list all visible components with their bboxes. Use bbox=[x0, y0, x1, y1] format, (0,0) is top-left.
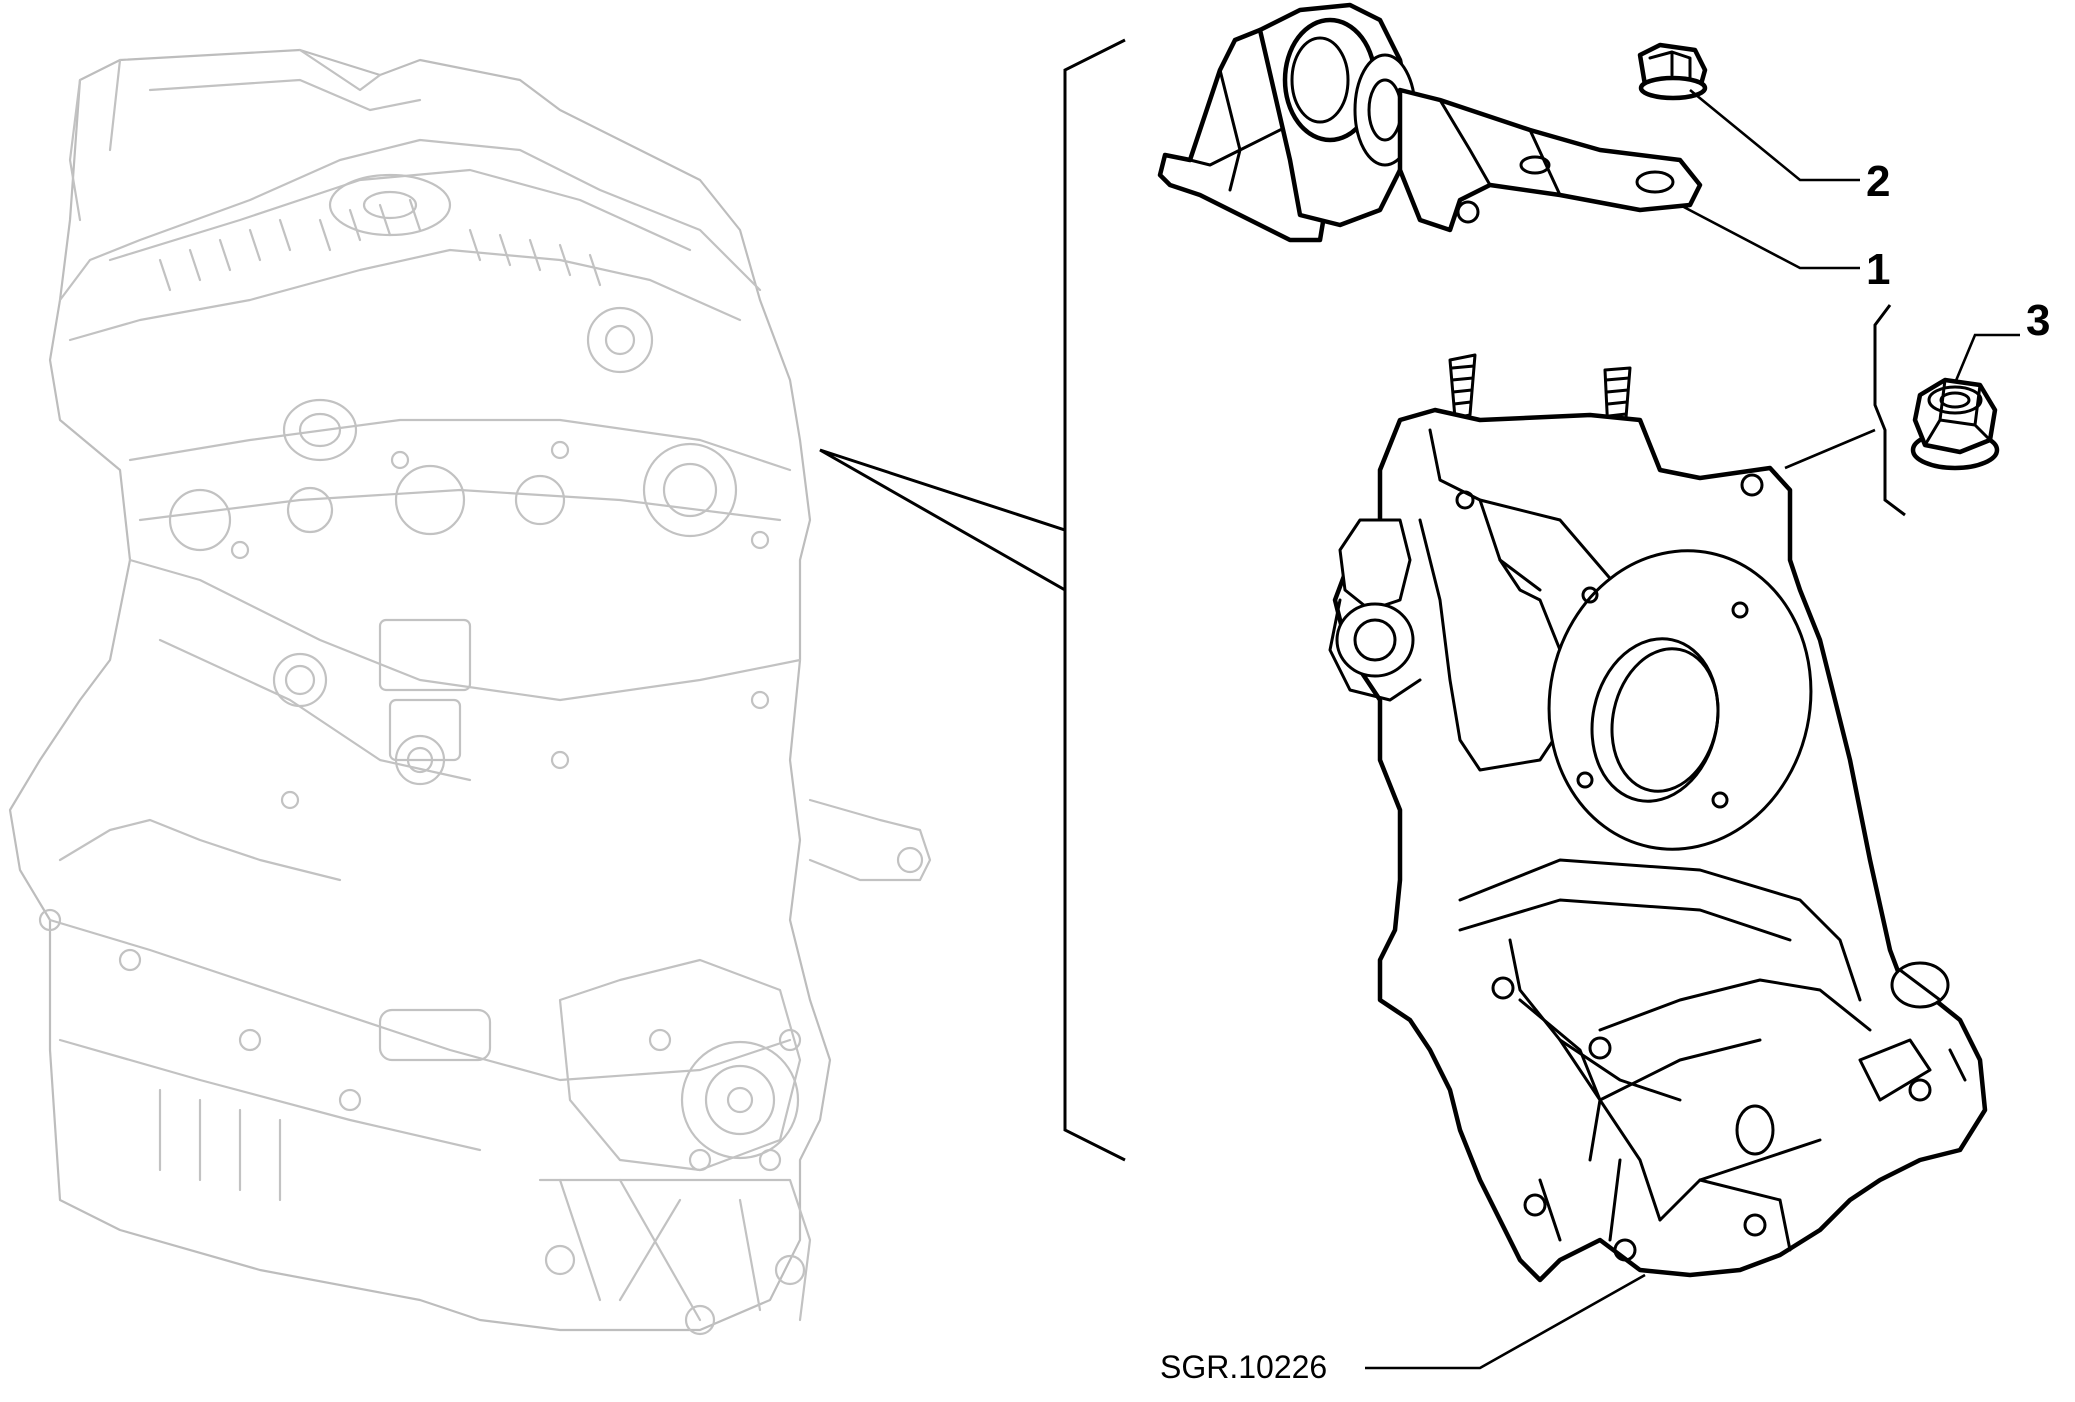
engine-support-bracket-part bbox=[1328, 353, 1988, 1283]
reference-code: SGR.10226 bbox=[1160, 1349, 1327, 1385]
flange-bolt-part bbox=[1637, 42, 1708, 101]
flange-nut-part bbox=[1910, 377, 2000, 471]
callout-3: 3 bbox=[2026, 296, 2050, 345]
callout-2: 2 bbox=[1866, 157, 1890, 206]
callout-1: 1 bbox=[1866, 245, 1890, 294]
explosion-bracket bbox=[819, 38, 1126, 1162]
callout-labels: 2 1 3 SGR.10226 bbox=[1160, 157, 2050, 1385]
leader-lines bbox=[1365, 88, 2020, 1370]
engine-mount-part bbox=[1157, 2, 1703, 243]
engine-block-ghost-drawing bbox=[8, 48, 932, 1336]
nut-bracket-mark bbox=[1873, 304, 1906, 517]
